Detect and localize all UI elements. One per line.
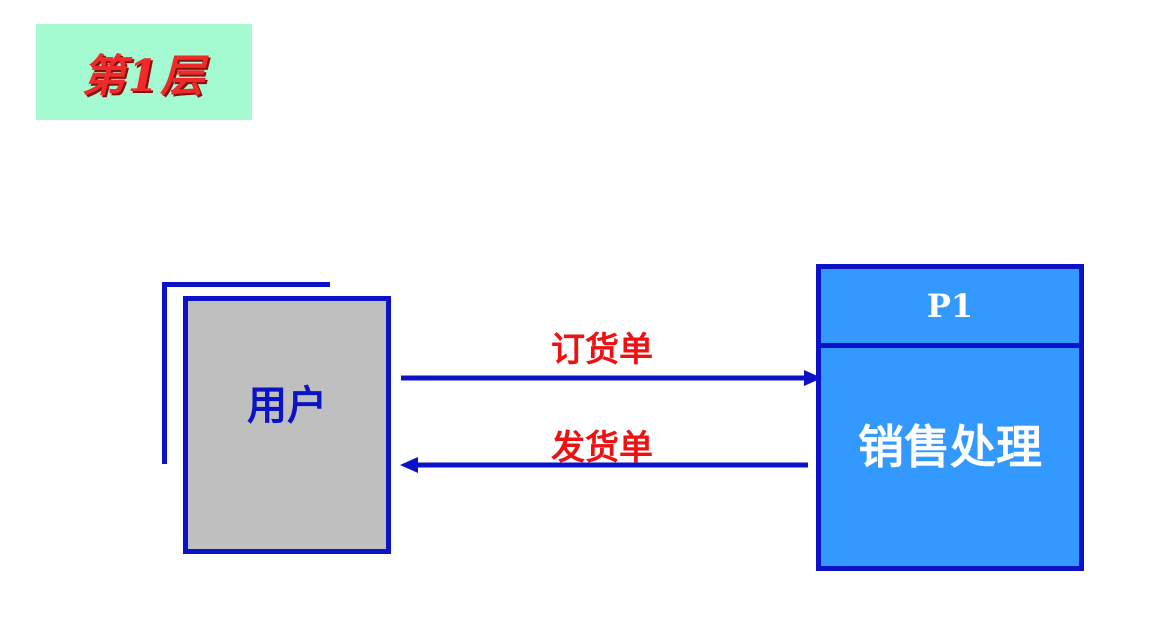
process-id-row: P1 [821,269,1079,348]
external-entity-box: 用户 [183,296,391,554]
layer-title-box: 第1层 [36,24,252,120]
process-id: P1 [926,287,974,325]
process-box: P1 销售处理 [816,264,1084,571]
flow-label-delivery: 发货单 [551,428,653,468]
entity-shadow-top-line [162,282,330,287]
flow-label-order: 订货单 [551,330,653,370]
flow-arrow-to-entity [400,457,808,473]
entity-shadow-left-line [162,282,167,464]
process-name: 销售处理 [858,420,1042,474]
external-entity-label: 用户 [247,383,327,429]
layer-title: 第1层 [81,51,207,102]
flow-arrow-to-process [401,370,822,386]
